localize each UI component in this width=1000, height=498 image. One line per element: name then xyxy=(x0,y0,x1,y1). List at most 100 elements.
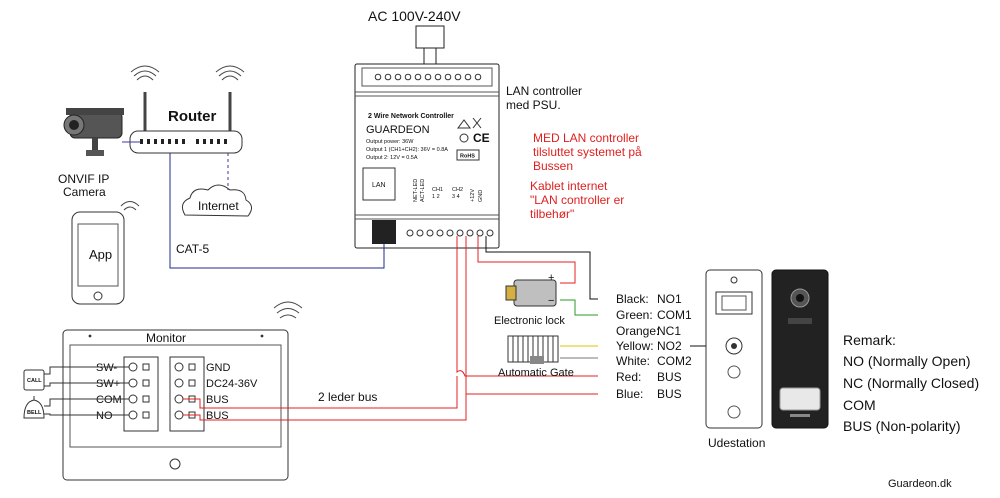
monitor-terminal-bus2: BUS xyxy=(206,410,229,422)
ch1-pins: 1 2 xyxy=(432,194,440,200)
cat5-label: CAT-5 xyxy=(176,242,209,256)
controller-spec1: Output power: 36W xyxy=(366,139,414,145)
wire-legend: Black: NO1 Green: COM1 Orange: NC1 Yello… xyxy=(616,292,692,401)
camera-label-line2: Camera xyxy=(63,185,106,199)
bell-icon xyxy=(23,396,45,419)
bus-label: 2 leder bus xyxy=(318,390,377,404)
gnd-label: GND xyxy=(478,190,484,202)
monitor-terminal-dc: DC24-36V xyxy=(206,378,258,390)
wire-blue-terminal: BUS xyxy=(657,387,682,401)
internet-cloud xyxy=(181,184,252,217)
red-bus-wire xyxy=(456,236,598,377)
act-led-label: ACT-LED xyxy=(420,179,426,202)
rohs-mark: RoHS xyxy=(460,154,475,160)
wire-orange-terminal: NC1 xyxy=(657,324,681,338)
top-terminal-strip xyxy=(374,73,482,81)
wire-white-color: White: xyxy=(616,354,650,368)
bell-wire-com xyxy=(44,398,129,407)
wire-green-color: Green: xyxy=(616,308,653,322)
bell-label: BELL xyxy=(27,410,42,416)
monitor-terminal-bus1: BUS xyxy=(206,394,229,406)
cert-icons: CE RoHS xyxy=(456,117,490,161)
lock-minus: − xyxy=(548,295,554,307)
net-led-label: NET-LED xyxy=(413,179,419,202)
monitor-title: Monitor xyxy=(146,331,186,345)
site-footer: Guardeon.dk xyxy=(888,478,952,490)
power-plug xyxy=(415,25,445,49)
cat5-cable xyxy=(169,153,385,269)
red-note1-line3: Bussen xyxy=(533,159,573,173)
lock-label: Electronic lock xyxy=(494,315,565,327)
lan-port-label: LAN xyxy=(372,182,386,189)
remark-line-2: NC (Normally Closed) xyxy=(843,375,979,391)
rj45-connector xyxy=(372,220,396,244)
wire-yellow-color: Yellow: xyxy=(616,339,654,353)
bell-wire-no xyxy=(44,413,129,416)
black-wire xyxy=(485,236,598,300)
wire-orange-color: Orange: xyxy=(616,324,659,338)
red-note1-line1: MED LAN controller xyxy=(533,131,639,145)
router-label: Router xyxy=(168,108,216,125)
wire-black-terminal: NO1 xyxy=(657,292,682,306)
gate-label: Automatic Gate xyxy=(498,367,574,379)
call-wire-sw-plus xyxy=(44,382,129,387)
wire-green-terminal: COM1 xyxy=(657,308,692,322)
monitor-terminal-com: COM xyxy=(96,394,122,406)
green-wire xyxy=(560,299,598,316)
wire-black-color: Black: xyxy=(616,292,649,306)
remark-line-3: COM xyxy=(843,397,876,413)
controller-brand: GUARDEON xyxy=(366,124,430,136)
outdoor-station-back xyxy=(705,269,763,429)
router: Router xyxy=(129,65,245,154)
remark-title: Remark: xyxy=(843,332,896,348)
monitor-bus-wire-2 xyxy=(183,394,467,421)
electronic-lock-icon: + − xyxy=(505,272,557,307)
red-note1-line2: tilsluttet systemet på xyxy=(533,145,642,159)
red-note2-line1: Kablet internet xyxy=(530,179,608,193)
ch1-label: CH1 xyxy=(432,187,443,193)
lock-red-wire xyxy=(477,236,576,284)
ip-camera-icon xyxy=(63,108,124,156)
camera-label-line1: ONVIF IP xyxy=(58,172,109,186)
wire-red-color: Red: xyxy=(616,370,641,384)
ch2-label: CH2 xyxy=(452,187,463,193)
lan-controller-note-line2: med PSU. xyxy=(506,98,561,112)
monitor-terminal-sw-minus: SW- xyxy=(96,362,118,374)
bottom-terminal-strip xyxy=(406,229,494,237)
app-label: App xyxy=(89,247,112,262)
call-wire-sw-minus xyxy=(44,366,129,375)
monitor-terminal-sw-plus: SW+ xyxy=(96,378,120,390)
lock-plus: + xyxy=(548,272,554,284)
plus12v-label: +12V xyxy=(470,189,476,202)
wire-yellow-terminal: NO2 xyxy=(657,339,682,353)
monitor-terminal-gnd: GND xyxy=(206,362,231,374)
monitor-terminal-no: NO xyxy=(96,410,113,422)
wire-red-terminal: BUS xyxy=(657,370,682,384)
monitor-left-terminal-block xyxy=(123,356,159,432)
red-note2-line2: "LAN controller er xyxy=(530,193,624,207)
monitor-right-terminal-block xyxy=(169,356,205,432)
ce-mark: CE xyxy=(473,131,490,145)
smartphone-icon xyxy=(71,201,140,305)
internet-label: Internet xyxy=(198,199,239,213)
ch2-pins: 3 4 xyxy=(452,194,460,200)
lan-controller: 2 Wire Network Controller GUARDEON Outpu… xyxy=(354,63,500,249)
lan-port-box xyxy=(362,167,396,201)
call-button-icon xyxy=(23,369,45,391)
lan-controller-note-line1: LAN controller xyxy=(506,84,582,98)
monitor-bus-wire-1 xyxy=(183,376,458,409)
power-label: AC 100V-240V xyxy=(368,8,461,24)
remark-line-4: BUS (Non-polarity) xyxy=(843,418,960,434)
call-button-label: CALL xyxy=(27,378,42,384)
controller-title: 2 Wire Network Controller xyxy=(368,113,454,120)
outdoor-station-front xyxy=(771,269,829,429)
remark-line-1: NO (Normally Open) xyxy=(843,353,971,369)
controller-spec2: Output 1 (CH1+CH2): 36V = 0.8A xyxy=(366,147,448,153)
red-note2-line3: tilbehør" xyxy=(530,207,574,221)
wire-white-terminal: COM2 xyxy=(657,354,692,368)
outdoor-station-label: Udestation xyxy=(708,436,765,450)
controller-spec3: Output 2: 12V = 0.5A xyxy=(366,155,418,161)
gate-icon xyxy=(507,335,559,364)
wire-blue-color: Blue: xyxy=(616,387,643,401)
